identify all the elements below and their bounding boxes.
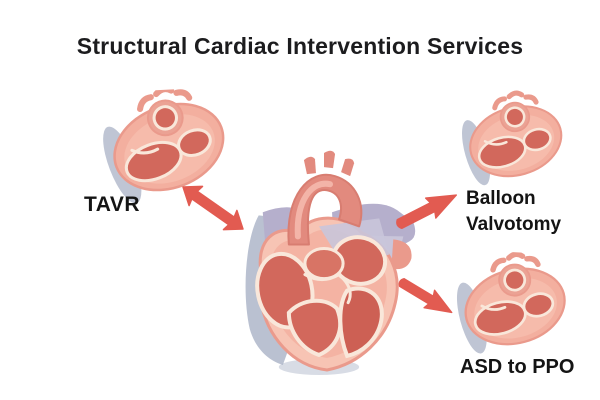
page-title: Structural Cardiac Intervention Services: [76, 33, 524, 59]
small-heart-icon: [443, 249, 576, 362]
tavr-label: TAVR: [84, 193, 141, 216]
tavr-heart-illustration: [85, 86, 241, 206]
small-heart-icon: [85, 86, 241, 206]
central-heart-illustration: [226, 140, 418, 376]
balloon-valvotomy-label-line2: Valvotomy: [466, 214, 562, 235]
balloon-valvotomy-label-line1: Balloon: [466, 188, 536, 209]
heart-cross-section-icon: [245, 150, 416, 375]
small-heart-icon: [450, 86, 572, 194]
asd-heart-illustration: [443, 249, 576, 362]
balloon-valvotomy-label: Balloon Valvotomy: [466, 186, 561, 238]
asd-to-ppo-label: ASD to PPO: [460, 356, 575, 378]
balloon-valvotomy-heart-illustration: [450, 86, 572, 194]
